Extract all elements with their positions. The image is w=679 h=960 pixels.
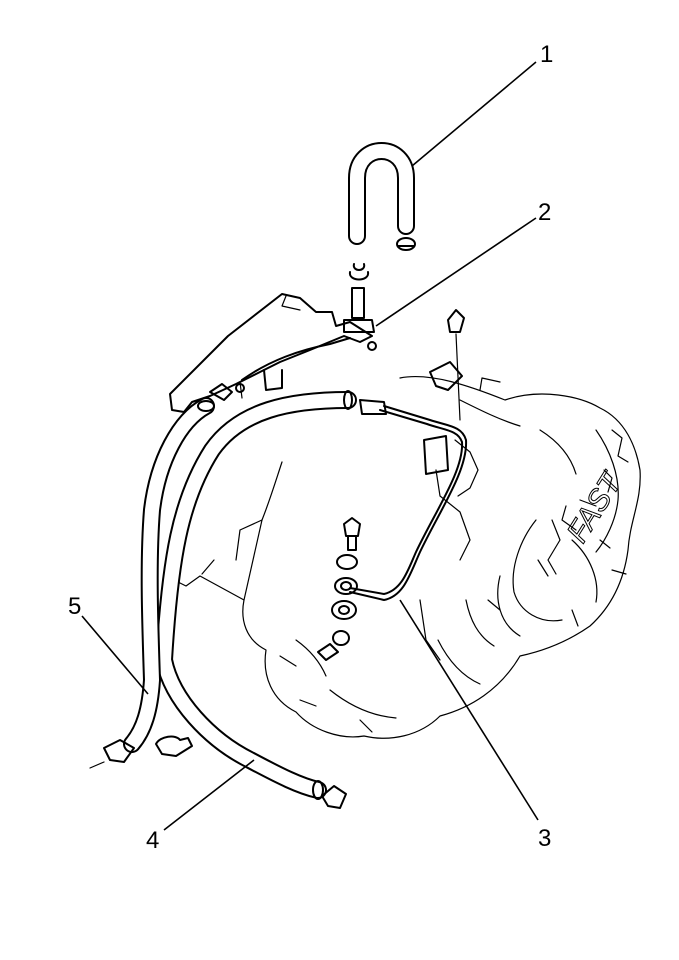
valve-fitting xyxy=(343,263,377,351)
mounting-bracket xyxy=(169,293,373,413)
part-3-metal-line xyxy=(349,399,468,601)
housing-lettering: FAST xyxy=(561,465,630,548)
bolt-clip-right xyxy=(429,309,465,421)
part-2-bracket-pipe xyxy=(241,337,351,381)
part-1-u-hose xyxy=(348,142,416,251)
callout-5: 5 xyxy=(68,593,81,620)
part-4-long-hose xyxy=(155,390,357,809)
callout-2: 2 xyxy=(538,199,551,226)
part-5-left-hose xyxy=(123,383,245,753)
callout-3: 3 xyxy=(538,825,551,852)
callout-1: 1 xyxy=(540,41,553,68)
bolts-washers xyxy=(317,517,361,661)
hose-clamps xyxy=(89,735,193,769)
callout-4: 4 xyxy=(146,827,159,854)
callout-leaders xyxy=(81,61,539,831)
